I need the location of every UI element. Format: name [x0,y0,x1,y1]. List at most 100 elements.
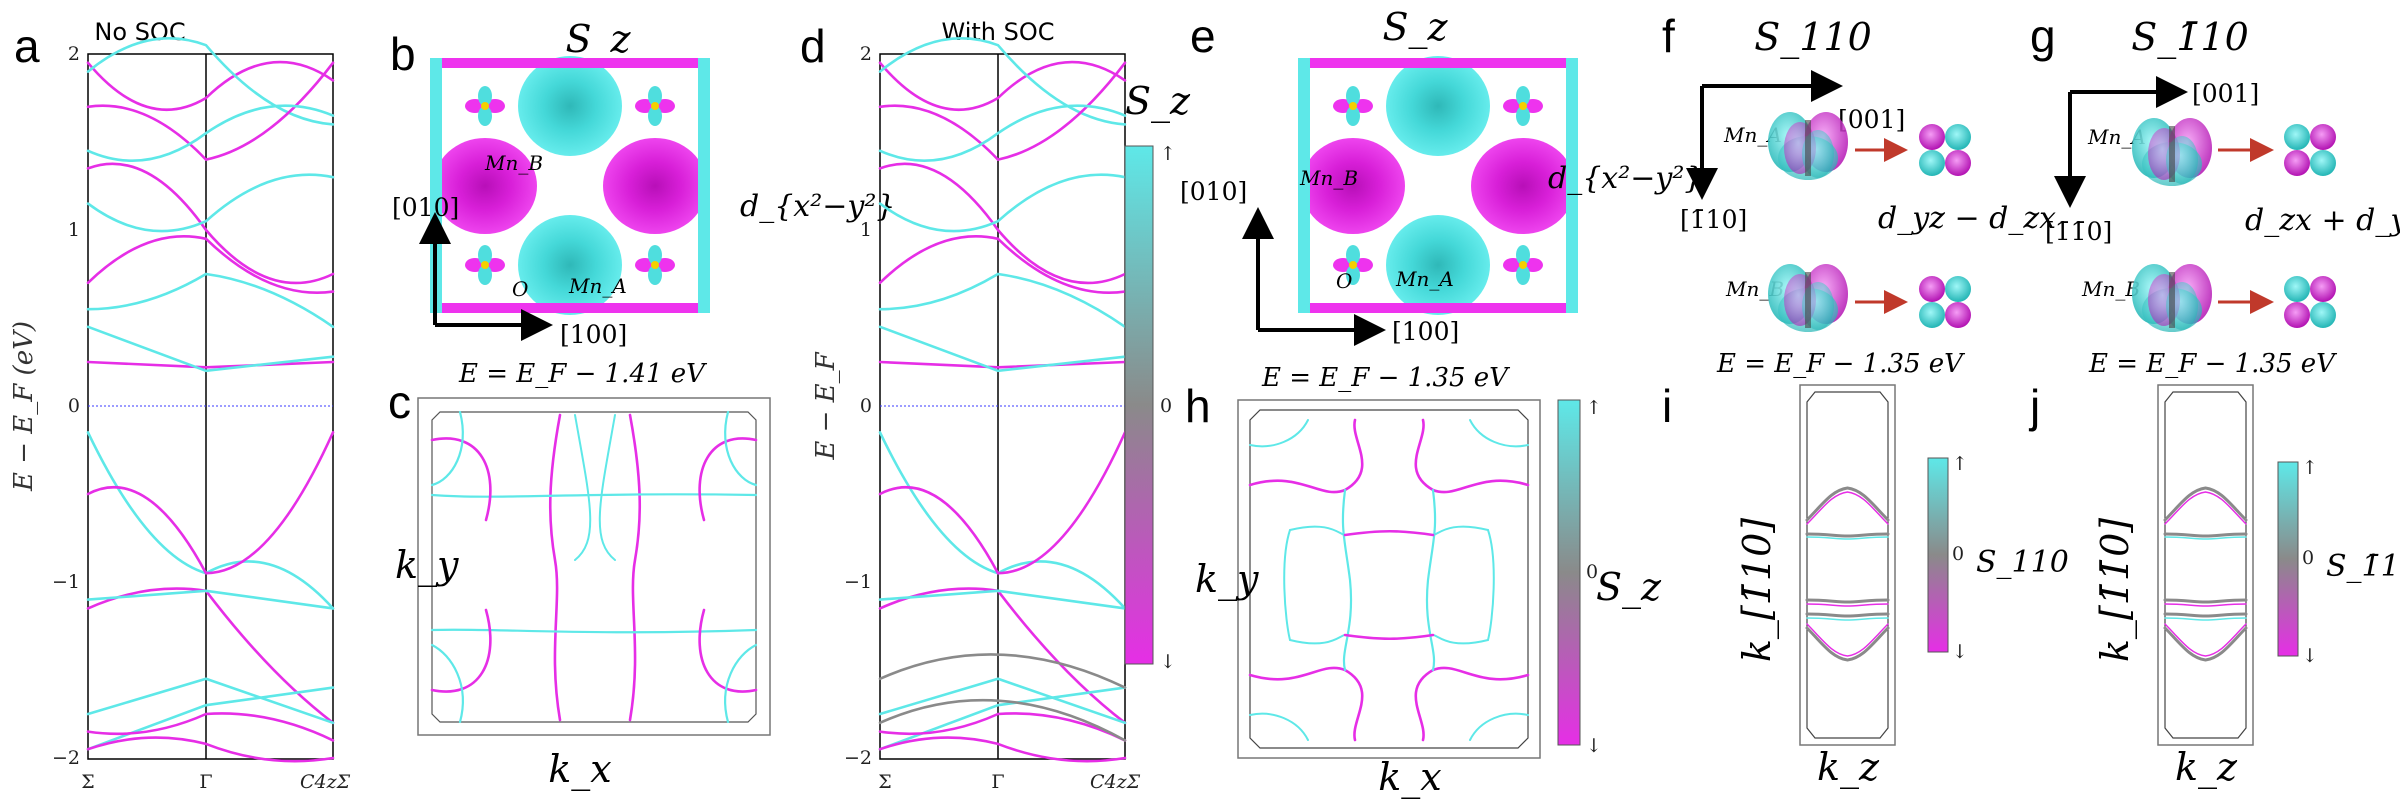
fermi-surface-h [1248,418,1530,742]
energy-f: E = E_F − 1.35 eV [1716,349,1965,379]
cbar-tick-down-h: ↓ [1586,735,1602,757]
cbar-title-j: S_1̄10 [2326,549,2400,584]
cbar-tick-up-h: ↑ [1586,397,1602,419]
fs-line [1805,626,1890,662]
panel-label-d: d [800,20,826,72]
d-orbital-icon-b-g [2284,276,2336,328]
fs-line [1425,488,1437,672]
xlabel-kz-j: k_z [2175,745,2238,790]
fs-line [1343,529,1435,537]
frame-outer-c [417,397,771,736]
fs-line [2164,617,2247,621]
panel-g: g S_1̄10 [001] [1̄1̄0] Mn_A d_zx + d_yz … [2030,10,2400,379]
fs-line [2164,603,2247,607]
band-line [86,325,335,373]
ytick-a-1: 1 [68,219,80,241]
atom-mna-e: Mn_A [1395,267,1454,291]
y-ticks-d: 2 1 0 −1 −2 [844,43,872,769]
panel-d: d With SOC 2 1 0 −1 −2 E − E_F Σ Γ C4zΣ … [800,18,1191,793]
panel-label-b: b [390,28,416,80]
xtick-d-sigma: Σ [878,771,891,793]
cbar-tick-down-j: ↓ [2302,645,2318,667]
colorbar-i [1927,457,1949,653]
band-line [86,677,335,725]
fs-line [724,643,758,724]
band-line [878,173,1127,233]
frame-outer-j [2157,384,2254,746]
fs-line [1341,488,1353,672]
dir-100-b: [100] [560,320,627,349]
bands-d [878,37,1127,763]
band-line [86,712,335,742]
orbital-cluster-mnb-f [1768,264,1848,332]
ylabel-d: E − E_F [811,351,841,460]
band-line [86,61,335,162]
fs-line [430,608,492,693]
colorbar-d [1124,145,1154,665]
xlabel-kz-i: k_z [1817,745,1880,790]
panel-label-h: h [1185,380,1211,432]
cbar-tick-0-i: 0 [1952,543,1964,565]
energy-c: E = E_F − 1.41 eV [458,359,707,389]
band-line [878,712,1127,742]
orbital-cluster-mna-g [2132,118,2212,186]
orbital-label-g: d_zx + d_yz [2245,203,2400,238]
band-line [878,162,1127,285]
dir-110-f: [1̄10] [1680,205,1747,234]
band-line [878,431,1127,575]
band-line [878,104,1127,162]
band-line [878,37,1127,126]
atom-mnb-g: Mn_B [2081,277,2140,301]
band-line [86,431,335,610]
fs-line [1432,634,1489,645]
fermi-surface-i [1805,486,1890,662]
d-orbital-icon-a-g [2284,124,2336,176]
band-line [878,325,1127,373]
brillouin-zone-c [431,411,757,723]
fs-line [1283,529,1291,641]
band-line [86,686,335,751]
ytick-a-0: 0 [68,395,80,417]
atom-o-e: O [1336,269,1352,293]
fs-line [430,628,758,634]
fs-line [1469,712,1529,741]
fs-line [2164,491,2247,525]
fs-line [1806,617,1889,621]
fs-line [1806,623,1889,657]
fs-line [1805,612,1890,618]
ytick-a-2: 2 [68,43,80,65]
cbar-title-d: S_z [1125,79,1191,124]
energy-h: E = E_F − 1.35 eV [1261,363,1510,393]
panel-c: c E = E_F − 1.41 eV k_y k_x [388,359,771,792]
ytick-d-m1: −1 [844,571,872,593]
panel-label-j: j [2028,380,2040,432]
title-sz-e: S_z [1382,5,1448,50]
cbar-tick-down-i: ↓ [1952,641,1968,663]
cbar-title-i: S_110 [1976,545,2069,580]
dir-001-g: [001] [2192,79,2259,108]
fs-line [1414,666,1530,742]
brillouin-zone-h [1249,409,1529,749]
dir-010-e: [010] [1180,177,1247,206]
panel-f: f S_110 [001] [1̄10] Mn_A d_yz − d_zx Mn… [1662,10,2056,379]
panel-label-e: e [1190,10,1216,62]
panel-j: j k_[1̄1̄0] k_z ↑ 0 ↓ S_1̄10 [2028,380,2400,790]
panel-label-i: i [1662,380,1672,432]
panel-i: i k_[1̄10] k_z ↑ 0 ↓ S_110 [1662,380,2069,790]
fs-line [1806,536,1889,540]
fs-line [724,410,758,487]
band-line [878,686,1127,751]
dir-001-f: [001] [1838,105,1905,134]
orbital-cluster-mnb-g [2132,264,2212,332]
orbital-label-e: d_{x²−y²} [1548,161,1703,196]
fs-line [1343,633,1435,641]
ytick-d-m2: −2 [844,747,872,769]
cbar-tick-0-j: 0 [2302,547,2314,569]
dir-010-b: [010] [392,193,459,222]
fs-line [2163,486,2248,522]
fermi-surface-c [430,410,758,724]
fs-line [2163,626,2248,662]
ylabel-a: E − E_F (eV) [9,321,39,492]
fs-line [2164,536,2247,540]
d-orbital-icon-b-f [1919,276,1971,328]
